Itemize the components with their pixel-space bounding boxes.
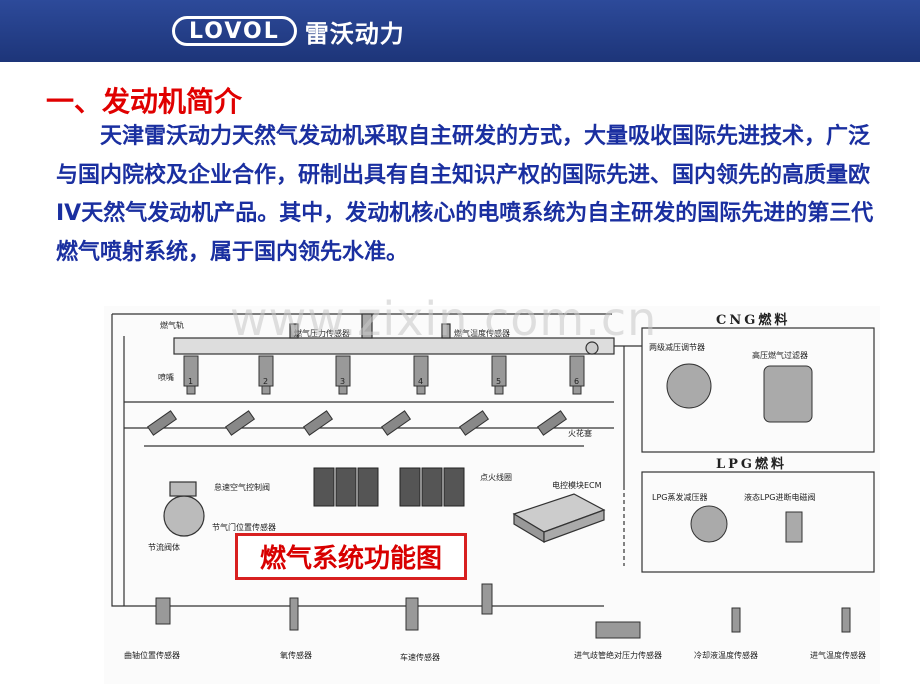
watermark: www.zixin.com.cn <box>230 292 658 346</box>
section-title: 一、发动机简介 <box>46 85 243 118</box>
label-ecm: 电控模块ECM <box>552 480 602 490</box>
label-lpg-title: LPG燃料 <box>716 456 787 472</box>
logo-en: LOVOL <box>172 16 297 46</box>
header-bar: LOVOL 雷沃动力 <box>0 0 920 62</box>
throttle-body-icon <box>163 495 205 537</box>
injector-number: 4 <box>418 377 423 386</box>
diagram-svg: 1 2 3 4 5 6 <box>111 312 875 662</box>
label-intake-temp-sensor: 进气温度传感器 <box>810 650 866 660</box>
intro-paragraph: 天津雷沃动力天然气发动机采取自主研发的方式，大量吸收国际先进技术，广泛与国内院校… <box>56 124 874 265</box>
injector-number: 3 <box>340 377 345 386</box>
label-cng-title: CNG燃料 <box>716 312 790 328</box>
speed-sensor-icon <box>405 597 419 631</box>
label-oxygen-sensor: 氧传感器 <box>280 650 312 660</box>
label-speed-sensor: 车速传感器 <box>400 652 440 662</box>
lpg-vaporizer-icon <box>690 505 728 543</box>
coolant-sensor-icon <box>731 607 741 633</box>
cng-filter-icon <box>763 365 813 423</box>
label-pressure-sensor: 燃气压力传感器 <box>294 328 350 338</box>
crank-sensor-icon <box>155 597 171 625</box>
label-temp-sensor: 燃气温度传感器 <box>454 328 510 338</box>
label-ignition-coil: 点火线圈 <box>480 472 512 482</box>
label-cng-regulator: 两级减压调节器 <box>649 342 705 352</box>
label-map-sensor: 进气歧管绝对压力传感器 <box>574 650 662 660</box>
injector-number: 6 <box>574 377 579 386</box>
label-spark-plug: 火花塞 <box>568 428 592 438</box>
label-throttle-sensor: 节气门位置传感器 <box>212 522 276 532</box>
label-fuel-rail: 燃气轨 <box>160 320 184 330</box>
lpg-valve-icon <box>785 511 803 543</box>
label-coolant-sensor: 冷却液温度传感器 <box>694 650 758 660</box>
label-crank-sensor: 曲轴位置传感器 <box>124 650 180 660</box>
injector-number: 1 <box>188 377 193 386</box>
label-throttle-body: 节流阀体 <box>148 542 180 552</box>
intake-temp-sensor-icon <box>841 607 851 633</box>
label-injector: 喷嘴 <box>158 372 174 382</box>
map-sensor-icon <box>595 621 641 639</box>
label-idle-valve: 怠速空气控制阀 <box>214 482 270 492</box>
label-lpg-valve: 液态LPG进断电磁阀 <box>744 492 815 502</box>
lovol-logo: LOVOL 雷沃动力 <box>172 16 405 48</box>
logo-cn: 雷沃动力 <box>304 19 405 48</box>
rail-fitting-icon <box>585 341 599 355</box>
label-cng-filter: 高压燃气过滤器 <box>752 350 808 360</box>
diagram-caption: 燃气系统功能图 <box>235 533 467 580</box>
injector-number: 2 <box>263 377 268 386</box>
cng-regulator-icon <box>666 363 712 409</box>
label-lpg-vaporizer: LPG蒸发减压器 <box>652 492 707 502</box>
oxygen-sensor-icon <box>289 597 299 631</box>
gas-system-diagram: 1 2 3 4 5 6 <box>104 306 880 684</box>
injector-number: 5 <box>496 377 501 386</box>
